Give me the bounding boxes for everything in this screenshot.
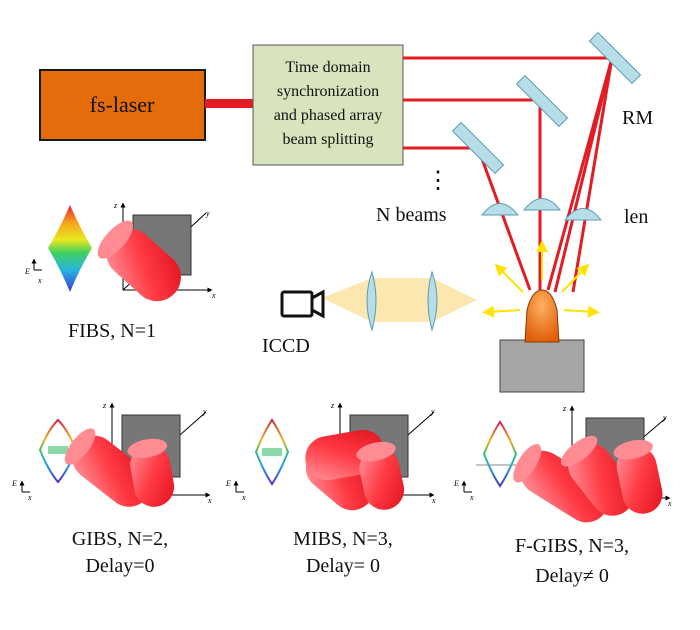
pulse-spectrum-3: [254, 410, 290, 490]
svg-text:y: y: [202, 407, 207, 416]
plasma-plume: [524, 289, 560, 343]
reflecting-mirrors: [451, 31, 642, 175]
splitter-line-1: Time domain: [285, 59, 370, 76]
beam-cylinder-3c: [356, 441, 405, 510]
panel-mibs: E x z y x MIBS, N=3, Delay= 0: [225, 401, 436, 577]
emission-arrows: [482, 240, 600, 318]
lenses: [480, 198, 603, 221]
splitter-line-2: synchronization: [277, 83, 379, 100]
beam-cylinder-2a: [64, 428, 151, 507]
rm-label: RM: [622, 107, 653, 129]
svg-text:y: y: [205, 209, 210, 218]
svg-text:y: y: [430, 407, 435, 416]
svg-text:E: E: [24, 267, 30, 276]
beam-cylinder-4c: [613, 439, 663, 514]
panel-4-line-1: F-GIBS, N=3,: [515, 535, 629, 557]
svg-text:E: E: [225, 479, 231, 488]
beam-path-1-return: [553, 57, 614, 293]
mirror-3: [451, 121, 505, 175]
lens-1: [480, 203, 520, 216]
mirror-2: [515, 74, 569, 128]
input-beam: [205, 99, 255, 108]
beam-cylinder-4a: [513, 444, 609, 523]
splitter-line-4: beam splitting: [282, 131, 373, 148]
svg-text:z: z: [330, 401, 335, 410]
panel-2-line-2: Delay=0: [85, 555, 154, 577]
svg-text:x: x: [431, 496, 436, 505]
svg-text:x: x: [241, 493, 246, 502]
beam-cylinder-2b: [127, 438, 175, 507]
beam-cylinder-4b: [560, 435, 635, 516]
svg-text:y: y: [662, 413, 667, 422]
panel-4-line-2: Delay≠ 0: [535, 565, 609, 587]
svg-text:E: E: [11, 479, 17, 488]
lens-2: [522, 198, 562, 211]
len-label: len: [624, 206, 648, 228]
lens-3: [563, 208, 603, 221]
pulse-spectrum-1: [48, 205, 92, 292]
mirror-1: [588, 31, 642, 85]
svg-text:x: x: [211, 291, 216, 300]
beam-cylinder-1: [97, 220, 181, 302]
target-block: [499, 339, 585, 393]
collection-lens-2: [427, 270, 438, 332]
collection-light: [322, 278, 477, 322]
svg-text:x: x: [207, 496, 212, 505]
panel-3-line-2: Delay= 0: [306, 555, 380, 577]
svg-text:z: z: [113, 201, 118, 210]
svg-text:z: z: [562, 404, 567, 413]
svg-text:E: E: [453, 479, 459, 488]
panel-gibs: E x z y x GIBS, N=2, Delay=0: [11, 401, 212, 577]
svg-text:x: x: [667, 499, 672, 508]
svg-text:x: x: [469, 493, 474, 502]
fs-laser-box: [39, 69, 206, 141]
svg-text:z: z: [102, 401, 107, 410]
panel-1-line-1: FIBS, N=1: [68, 320, 156, 342]
panel-f-gibs: E x z y x F-GIBS, N=3, Delay≠ 0: [453, 404, 672, 587]
dots: ⋮: [426, 168, 450, 194]
n-beams-label: N beams: [376, 204, 447, 226]
panel-2-line-1: GIBS, N=2,: [72, 528, 168, 550]
iccd-label: ICCD: [262, 335, 310, 357]
camera-icon: [280, 289, 325, 319]
panel-fibs: E x z y x FIBS, N=1: [24, 201, 216, 342]
svg-text:x: x: [27, 493, 32, 502]
panel-3-line-1: MIBS, N=3,: [293, 528, 393, 550]
splitter-box: [252, 44, 404, 166]
svg-text:x: x: [37, 276, 42, 285]
collection-lens-1: [366, 270, 377, 332]
fs-laser-label: fs-laser: [90, 92, 155, 117]
splitter-line-3: and phased array: [274, 107, 382, 124]
